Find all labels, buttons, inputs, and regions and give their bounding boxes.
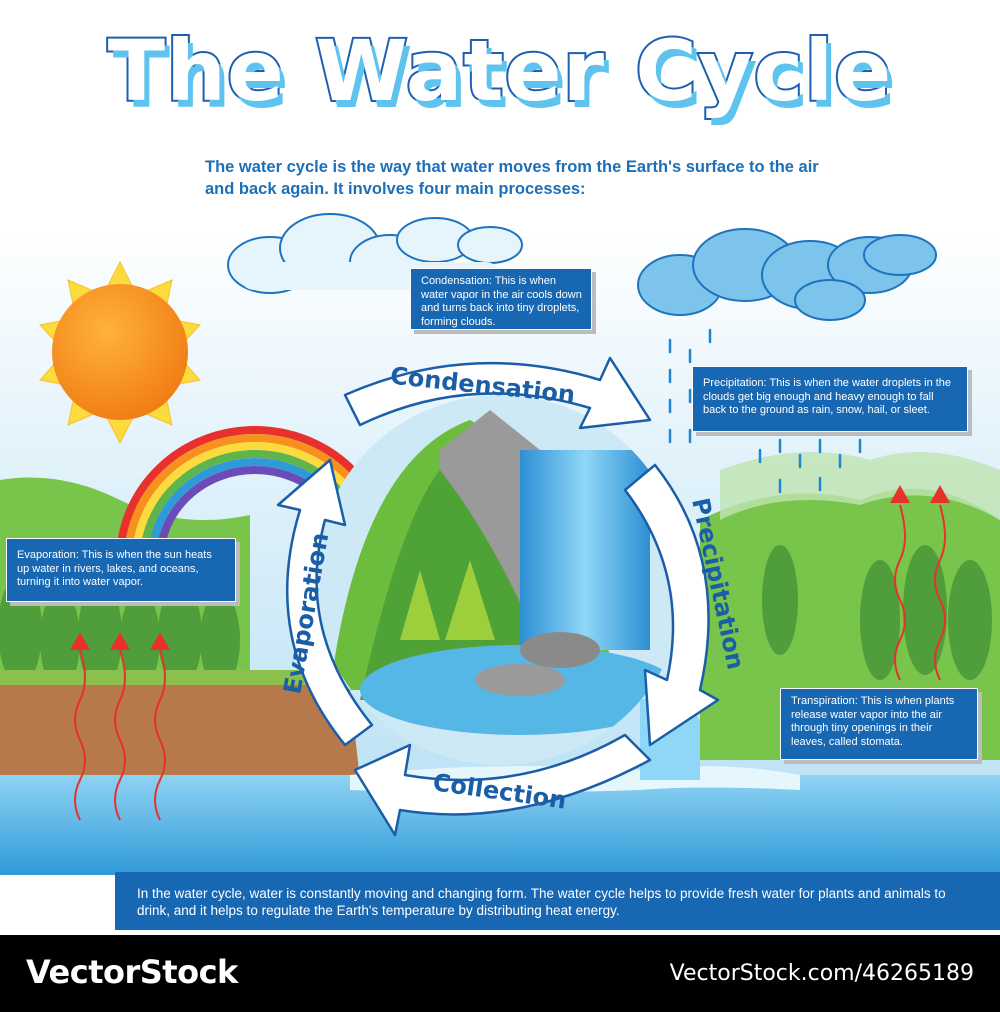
- right-forest: [762, 545, 992, 680]
- vapor-arrow-heads: [70, 632, 170, 650]
- collection-arrow: [353, 733, 652, 837]
- sun-icon: [39, 260, 201, 445]
- right-far-hills: [720, 452, 1000, 520]
- condensation-arrow: [343, 356, 652, 430]
- evaporation-vapor-arrows: [74, 649, 166, 821]
- left-cliff-shade: [0, 670, 335, 685]
- left-forest: [0, 575, 240, 690]
- page-title: The Water Cycle: [106, 20, 893, 122]
- precipitation-description: Precipitation: This is when the water dr…: [692, 366, 968, 432]
- precipitation-arrow: [623, 463, 720, 747]
- raindrops: [668, 328, 862, 494]
- intro-text: The water cycle is the way that water mo…: [205, 158, 819, 198]
- left-cliff: [0, 670, 360, 780]
- central-landscape: [315, 395, 685, 765]
- brand-logo[interactable]: VectorStock: [26, 953, 238, 991]
- transpiration-arrow-heads: [890, 485, 950, 503]
- transpiration-vapor-arrows: [894, 504, 946, 681]
- summary-box: In the water cycle, water is constantly …: [115, 872, 1000, 930]
- rain-cloud-icon: [637, 228, 937, 321]
- evaporation-description: Evaporation: This is when the sun heats …: [6, 538, 236, 602]
- image-id[interactable]: VectorStock.com/46265189: [669, 961, 974, 986]
- transpiration-description: Transpiration: This is when plants relea…: [780, 688, 978, 760]
- condensation-description: Condensation: This is when water vapor i…: [410, 268, 592, 330]
- footer-bar: VectorStock VectorStock.com/46265189: [0, 935, 1000, 1012]
- cycle-arrows: [276, 356, 720, 837]
- evaporation-arrow: [276, 458, 374, 747]
